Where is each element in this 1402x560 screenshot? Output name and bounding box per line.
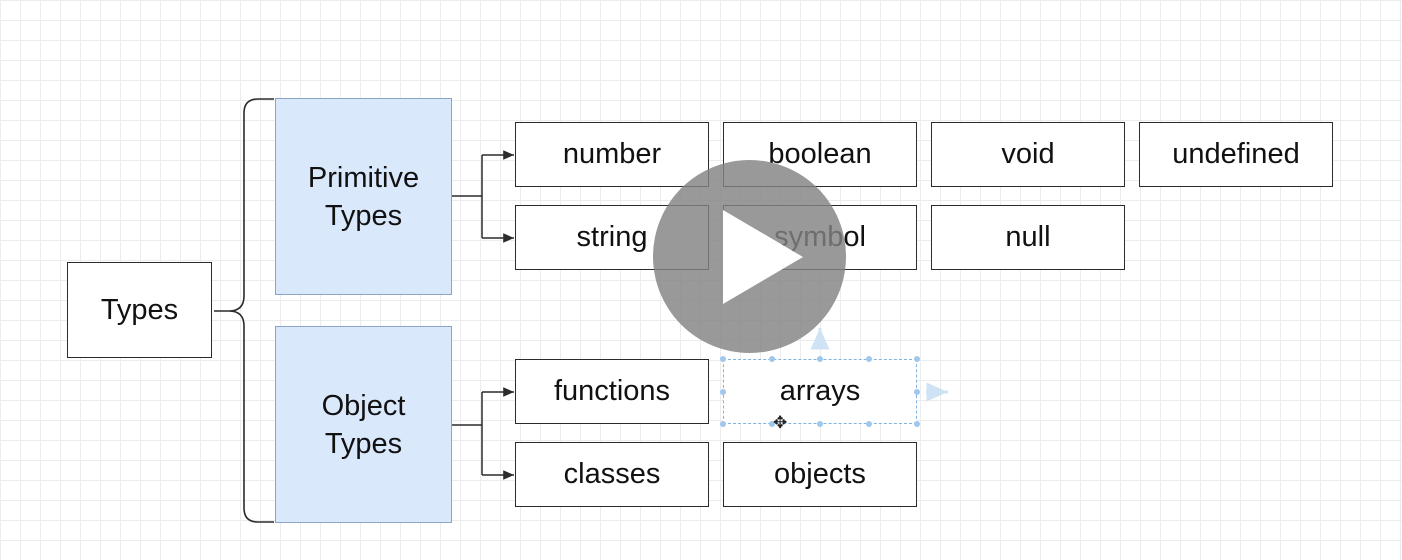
object-types-label: Object Types	[321, 389, 406, 460]
primitive-types-label: Primitive Types	[307, 161, 420, 232]
type-label: number	[562, 138, 662, 170]
curly-brace	[214, 98, 274, 523]
resize-handle[interactable]	[914, 356, 920, 362]
resize-handle[interactable]	[769, 421, 775, 427]
object-types-group[interactable]: Object Types	[275, 326, 452, 523]
type-label: null	[1005, 221, 1051, 253]
type-box-objects[interactable]: objects	[723, 442, 917, 507]
types-root-label: Types	[100, 293, 179, 326]
type-box-classes[interactable]: classes	[515, 442, 709, 507]
resize-handle[interactable]	[817, 421, 823, 427]
type-label: objects	[774, 458, 866, 490]
type-label: functions	[553, 375, 671, 407]
type-box-arrays[interactable]: arrays	[723, 359, 917, 424]
type-box-null[interactable]: null	[931, 205, 1125, 270]
type-box-number[interactable]: number	[515, 122, 709, 187]
types-root-box[interactable]: Types	[67, 262, 212, 358]
type-box-undefined[interactable]: undefined	[1139, 122, 1333, 187]
resize-handle[interactable]	[866, 356, 872, 362]
move-cursor-icon: ✥	[773, 413, 788, 432]
primitive-connector	[452, 155, 483, 238]
type-label: undefined	[1172, 138, 1300, 170]
type-box-functions[interactable]: functions	[515, 359, 709, 424]
play-button[interactable]	[653, 160, 846, 353]
primitive-types-group[interactable]: Primitive Types	[275, 98, 452, 295]
type-label: void	[1001, 138, 1055, 170]
resize-handle[interactable]	[866, 421, 872, 427]
resize-handle[interactable]	[914, 421, 920, 427]
resize-handle[interactable]	[817, 356, 823, 362]
resize-handle[interactable]	[914, 389, 920, 395]
object-connector	[452, 392, 483, 475]
resize-handle[interactable]	[769, 356, 775, 362]
type-label: string	[576, 221, 648, 253]
play-icon	[723, 210, 803, 304]
resize-handle[interactable]	[720, 356, 726, 362]
type-label: classes	[563, 458, 661, 490]
type-label: boolean	[768, 138, 872, 170]
resize-handle[interactable]	[720, 389, 726, 395]
type-box-void[interactable]: void	[931, 122, 1125, 187]
resize-handle[interactable]	[720, 421, 726, 427]
type-label: arrays	[779, 375, 861, 407]
